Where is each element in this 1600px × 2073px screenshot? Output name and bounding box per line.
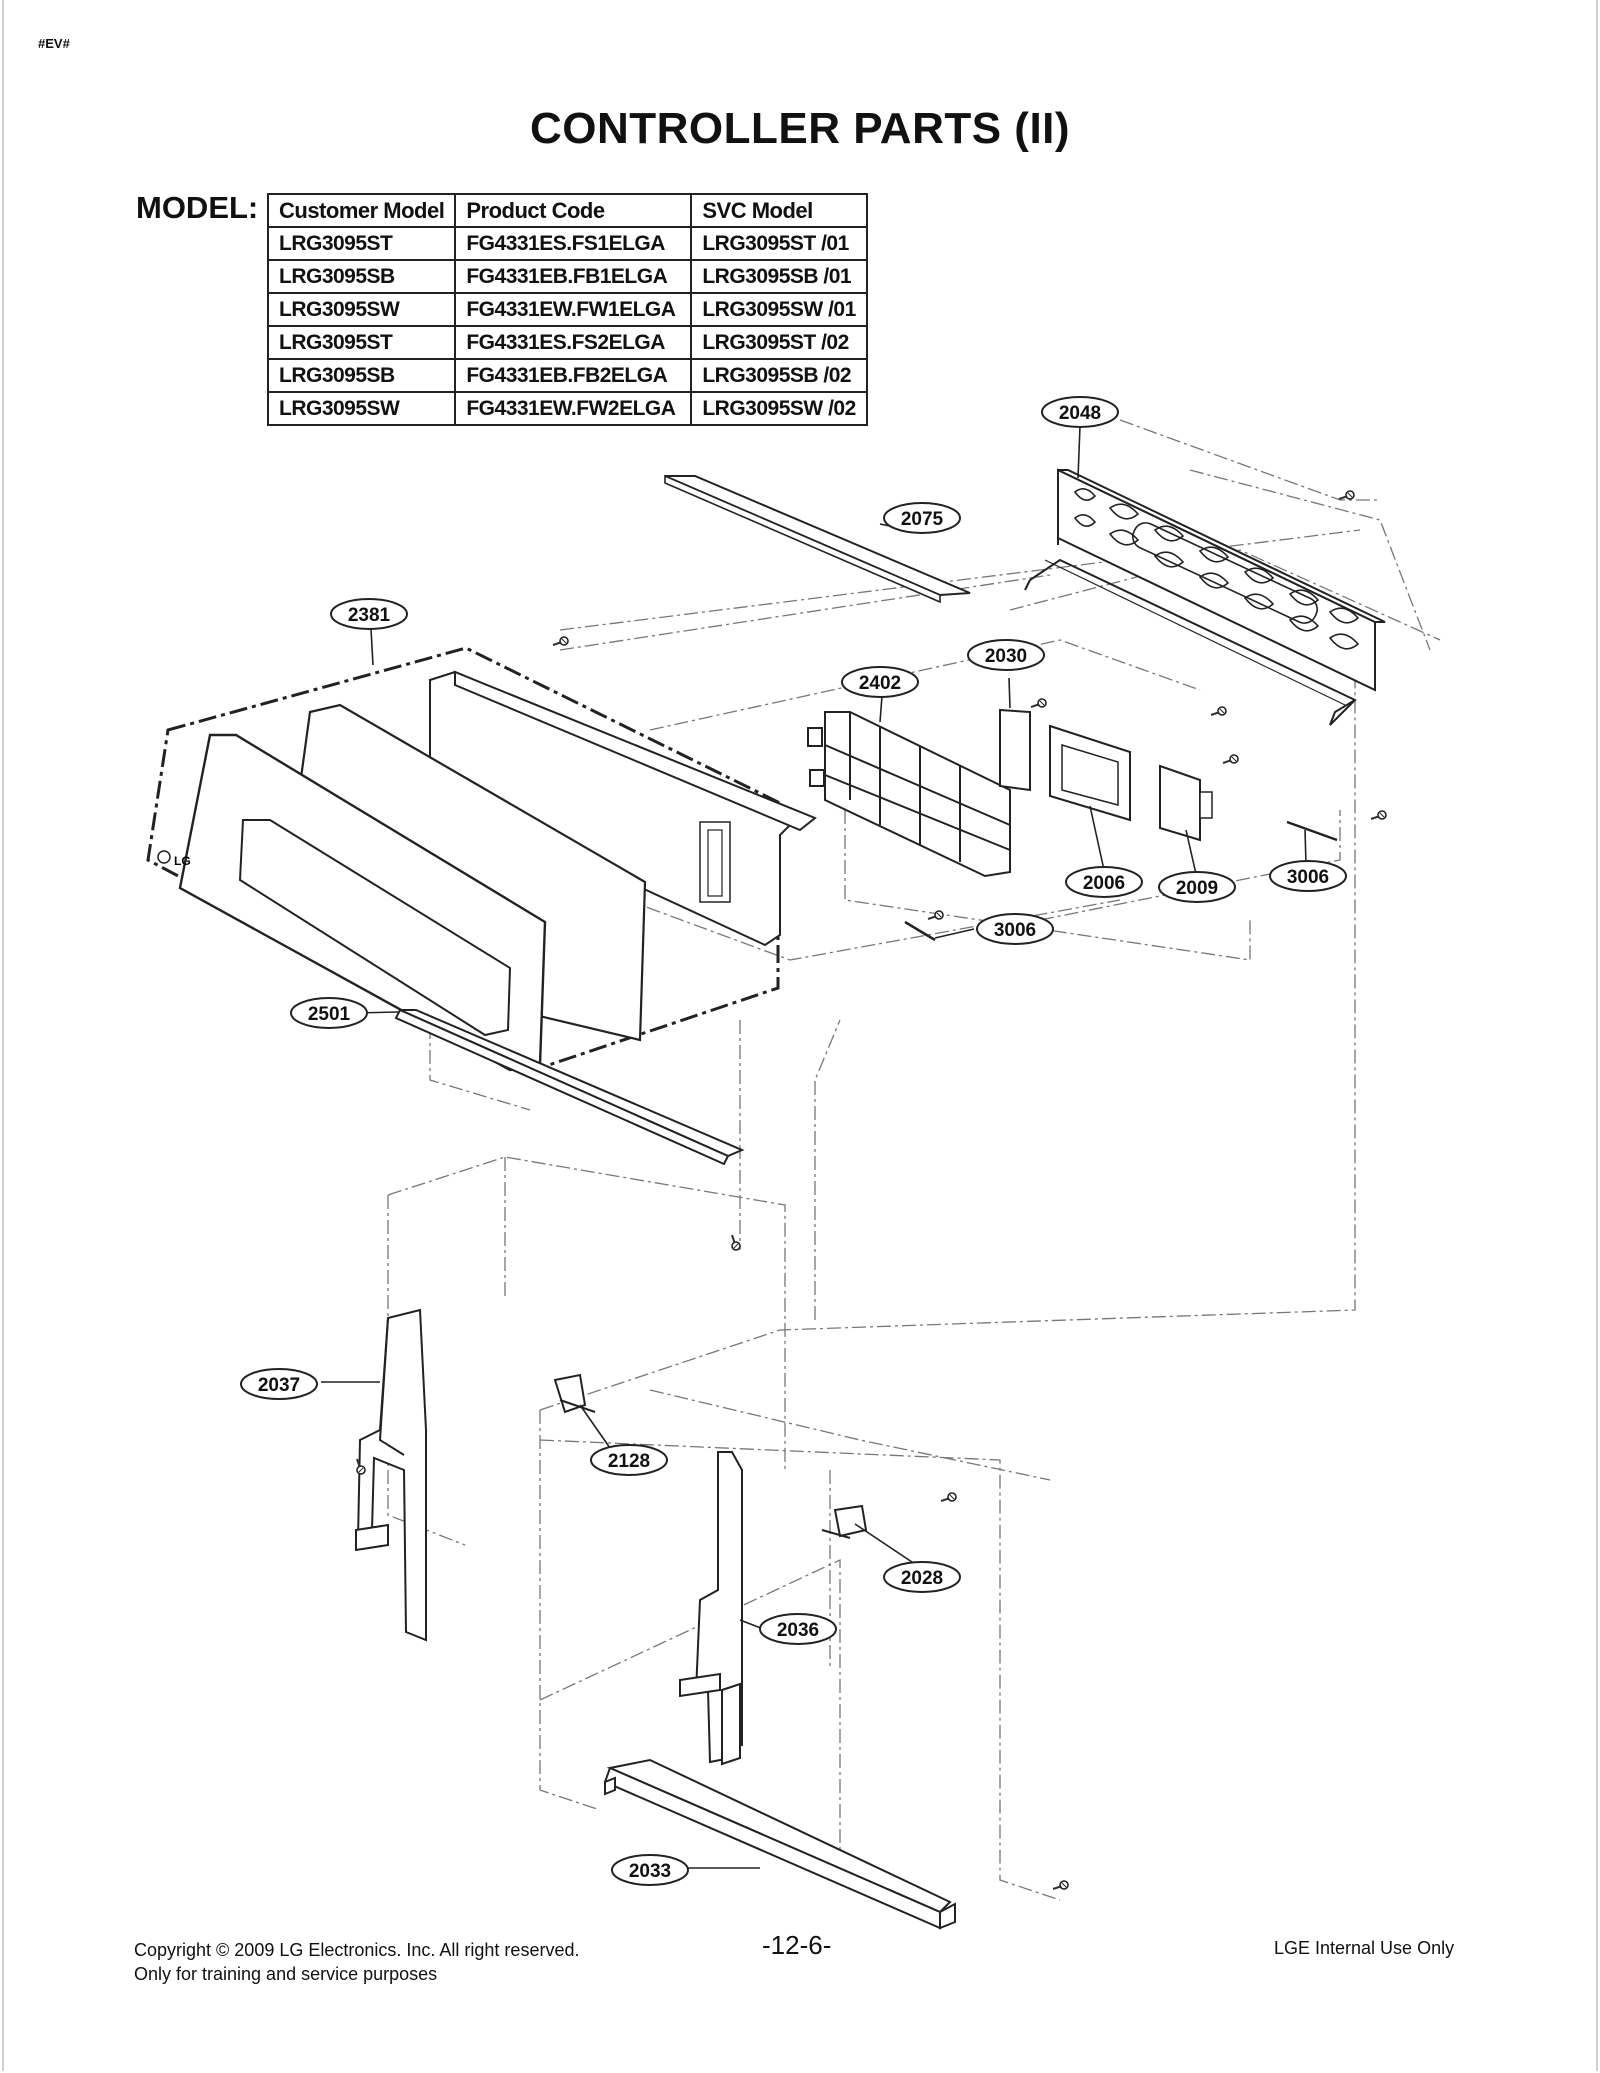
cell-customer-model: LRG3095SW	[266, 292, 457, 327]
table-row: LRG3095ST FG4331ES.FS1ELGA LRG3095ST /01	[266, 226, 868, 261]
header-svc-model: SVC Model	[690, 193, 868, 228]
part-2036-side-bracket	[679, 1451, 743, 1766]
footer-internal-use: LGE Internal Use Only	[1274, 1938, 1455, 1958]
part-2075-plate	[664, 474, 971, 604]
cell-customer-model: LRG3095ST	[266, 226, 457, 261]
callout-3006: 3006	[976, 913, 1054, 945]
part-number-2037: 2037	[258, 1375, 300, 1396]
document-tag: #EV#	[38, 36, 70, 51]
part-number-2128: 2128	[608, 1451, 650, 1472]
part-2381-panel-assembly: LG	[146, 646, 817, 1072]
part-number-2381: 2381	[348, 605, 391, 626]
callout-2009: 2009	[1158, 871, 1236, 903]
callout-2381: 2381	[330, 598, 408, 630]
callout-2006: 2006	[1065, 866, 1143, 898]
cell-customer-model: LRG3095SW	[266, 391, 457, 426]
part-number-2033: 2033	[629, 1861, 671, 1882]
part-number-2030: 2030	[985, 646, 1027, 667]
part-number-2402: 2402	[859, 673, 901, 694]
cell-svc-model: LRG3095SB /02	[690, 358, 868, 393]
header-product-code: Product Code	[454, 193, 693, 228]
part-3006-pin	[904, 820, 1338, 942]
part-2037-side-bracket	[355, 1308, 427, 1642]
part-2128-clip	[553, 1373, 596, 1414]
part-number-3006: 3006	[1287, 867, 1329, 888]
cell-customer-model: LRG3095SB	[266, 259, 457, 294]
part-2006-board	[1049, 724, 1131, 822]
part-2048-vent-bracket	[1024, 468, 1386, 726]
screw-icon	[1338, 490, 1355, 500]
model-table: Customer Model Product Code SVC Model LR…	[266, 193, 868, 426]
screw-icon	[1210, 706, 1227, 716]
cell-customer-model: LRG3095ST	[266, 325, 457, 360]
screw-icon	[731, 1234, 741, 1251]
cell-svc-model: LRG3095SB /01	[690, 259, 868, 294]
part-2402-bracket	[807, 711, 1011, 878]
screw-icon	[1052, 1880, 1069, 1890]
part-2030-board	[999, 708, 1031, 792]
header-customer-model: Customer Model	[266, 193, 457, 228]
callout-2030: 2030	[967, 639, 1045, 671]
table-row: LRG3095SW FG4331EW.FW2ELGA LRG3095SW /02	[266, 391, 868, 426]
table-header-row: Customer Model Product Code SVC Model	[266, 193, 868, 228]
table-row: LRG3095ST FG4331ES.FS2ELGA LRG3095ST /02	[266, 325, 868, 360]
callout-2075: 2075	[883, 502, 961, 534]
callout-2501: 2501	[290, 997, 368, 1029]
footer-copyright: Copyright © 2009 LG Electronics. Inc. Al…	[134, 1940, 580, 1960]
cell-product-code: FG4331ES.FS2ELGA	[454, 325, 693, 360]
table-row: LRG3095SB FG4331EB.FB1ELGA LRG3095SB /01	[266, 259, 868, 294]
cell-customer-model: LRG3095SB	[266, 358, 457, 393]
part-2028-clip	[821, 1504, 868, 1539]
screw-icon	[940, 1492, 957, 1502]
part-number-2009: 2009	[1176, 878, 1218, 899]
part-number-2036: 2036	[777, 1620, 819, 1641]
screw-icon	[1222, 754, 1239, 764]
lg-logo: LG	[174, 854, 191, 868]
part-number-2075: 2075	[901, 509, 944, 530]
part-number-2006: 2006	[1083, 873, 1125, 894]
callout-2036: 2036	[759, 1613, 837, 1645]
screw-icon	[1030, 698, 1047, 708]
model-label: MODEL:	[136, 190, 259, 225]
cell-svc-model: LRG3095SW /01	[690, 292, 868, 327]
page-title: CONTROLLER PARTS (II)	[529, 104, 1071, 153]
callout-3006: 3006	[1269, 860, 1347, 892]
screw-icon	[552, 636, 569, 646]
part-2033-channel	[603, 1758, 956, 1930]
table-row: LRG3095SB FG4331EB.FB2ELGA LRG3095SB /02	[266, 358, 868, 393]
cell-product-code: FG4331EB.FB2ELGA	[454, 358, 693, 393]
callout-2033: 2033	[611, 1854, 689, 1886]
cell-svc-model: LRG3095SW /02	[690, 391, 868, 426]
part-number-2501: 2501	[308, 1004, 351, 1025]
cell-product-code: FG4331ES.FS1ELGA	[454, 226, 693, 261]
part-number-2028: 2028	[901, 1568, 943, 1589]
callout-2028: 2028	[883, 1561, 961, 1593]
callout-2128: 2128	[590, 1444, 668, 1476]
callout-2037: 2037	[240, 1368, 318, 1400]
table-row: LRG3095SW FG4331EW.FW1ELGA LRG3095SW /01	[266, 292, 868, 327]
leader-lines	[321, 425, 1307, 1869]
callout-2048: 2048	[1041, 396, 1119, 428]
cell-svc-model: LRG3095ST /02	[690, 325, 868, 360]
cell-svc-model: LRG3095ST /01	[690, 226, 868, 261]
footer-purpose: Only for training and service purposes	[134, 1964, 438, 1984]
part-number-2048: 2048	[1059, 403, 1101, 424]
cell-product-code: FG4331EB.FB1ELGA	[454, 259, 693, 294]
footer-copyright-block: Copyright © 2009 LG Electronics. Inc. Al…	[134, 1938, 579, 1986]
callout-2402: 2402	[841, 666, 919, 698]
cell-product-code: FG4331EW.FW2ELGA	[454, 391, 693, 426]
part-2501-strip	[394, 1008, 745, 1166]
page-number: -12-6-	[762, 1930, 832, 1960]
cell-product-code: FG4331EW.FW1ELGA	[454, 292, 693, 327]
screw-icon	[1370, 810, 1387, 820]
part-2009-board	[1159, 764, 1213, 842]
part-number-3006: 3006	[994, 920, 1036, 941]
